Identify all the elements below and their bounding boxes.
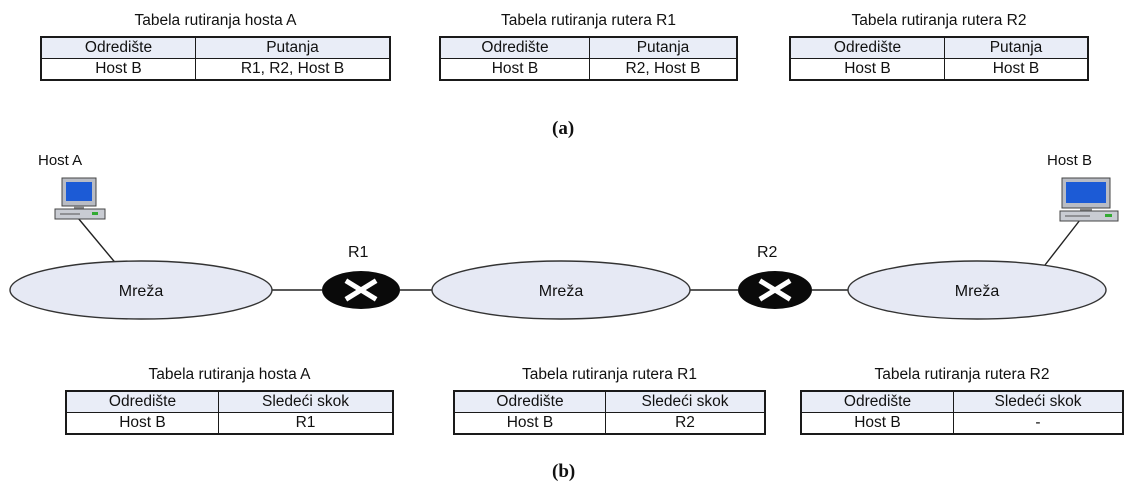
computer-icon-host-b [1059, 177, 1119, 222]
router-r2-icon [738, 271, 812, 309]
table-a-router-r2: Tabela rutiranja rutera R2 Odredište Put… [789, 12, 1089, 81]
table-b-router-r1: Tabela rutiranja rutera R1 Odredište Sle… [453, 366, 766, 435]
caption-a: (a) [552, 118, 575, 139]
router-r1-icon [322, 271, 400, 309]
table-title: Tabela rutiranja rutera R1 [501, 12, 676, 29]
router-r2-label: R2 [757, 244, 778, 261]
table-header: Sledeći skok [953, 390, 1124, 413]
host-b-label: Host B [1047, 152, 1093, 169]
table-title: Tabela rutiranja hosta A [148, 366, 311, 383]
network-cloud-1: Mreža [9, 260, 273, 320]
table-header: Odredište [65, 390, 219, 413]
table-b-router-r2: Tabela rutiranja rutera R2 Odredište Sle… [800, 366, 1124, 435]
table-header: Sledeći skok [218, 390, 394, 413]
table-header: Odredište [453, 390, 606, 413]
table-cell: Host B [439, 58, 590, 81]
table-header: Putanja [589, 36, 738, 59]
table-cell: Host B [800, 412, 954, 435]
table-header: Odredište [800, 390, 954, 413]
table-title: Tabela rutiranja rutera R1 [522, 366, 697, 383]
routing-table: Odredište Sledeći skok Host B R1 [65, 390, 394, 435]
table-a-host-a: Tabela rutiranja hosta A Odredište Putan… [40, 12, 391, 81]
routing-table: Odredište Putanja Host B Host B [789, 36, 1089, 81]
router-r1-label: R1 [348, 244, 369, 261]
routing-table: Odredište Sledeći skok Host B - [800, 390, 1124, 435]
table-header: Putanja [195, 36, 391, 59]
routing-table: Odredište Sledeći skok Host B R2 [453, 390, 766, 435]
table-header: Putanja [944, 36, 1089, 59]
network-cloud-2: Mreža [431, 260, 691, 320]
network-label: Mreža [955, 283, 1000, 300]
link-host-a [77, 217, 119, 267]
table-cell: - [953, 412, 1124, 435]
computer-icon-host-a [54, 177, 106, 220]
table-title: Tabela rutiranja rutera R2 [851, 12, 1027, 29]
table-cell: Host B [453, 412, 606, 435]
table-title: Tabela rutiranja hosta A [134, 12, 297, 29]
host-a-label: Host A [38, 152, 83, 169]
table-header: Sledeći skok [605, 390, 766, 413]
table-cell: Host B [40, 58, 196, 81]
table-header: Odredište [789, 36, 945, 59]
routing-table: Odredište Putanja Host B R2, Host B [439, 36, 738, 81]
table-title: Tabela rutiranja rutera R2 [874, 366, 1050, 383]
table-cell: R2 [605, 412, 766, 435]
link-host-b [1044, 219, 1081, 266]
table-cell: R2, Host B [589, 58, 738, 81]
table-a-router-r1: Tabela rutiranja rutera R1 Odredište Put… [439, 12, 738, 81]
network-label: Mreža [119, 283, 164, 300]
table-cell: R1, R2, Host B [195, 58, 391, 81]
table-cell: Host B [789, 58, 945, 81]
table-b-host-a: Tabela rutiranja hosta A Odredište Slede… [65, 366, 394, 435]
network-cloud-3: Mreža [847, 260, 1107, 320]
table-cell: Host B [944, 58, 1089, 81]
caption-b: (b) [552, 461, 576, 482]
routing-table: Odredište Putanja Host B R1, R2, Host B [40, 36, 391, 81]
table-cell: Host B [65, 412, 219, 435]
network-label: Mreža [539, 283, 584, 300]
table-cell: R1 [218, 412, 394, 435]
